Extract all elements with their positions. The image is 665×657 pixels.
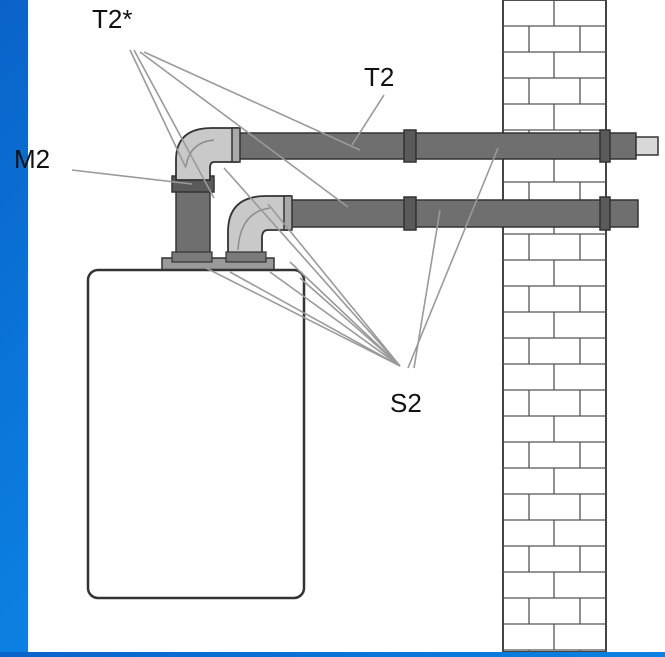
brick-wall [502,0,607,653]
label-s2: S2 [390,388,422,418]
upper-elbow [175,127,241,181]
leader-lines [71,49,499,369]
vertical-riser [171,175,215,261]
boiler-body [86,268,306,600]
upper-flue-pipe [229,129,659,163]
label-t2-star: T2* [92,4,132,34]
label-m2: M2 [14,144,50,174]
label-t2: T2 [364,62,394,92]
lower-flue-pipe [284,196,639,231]
